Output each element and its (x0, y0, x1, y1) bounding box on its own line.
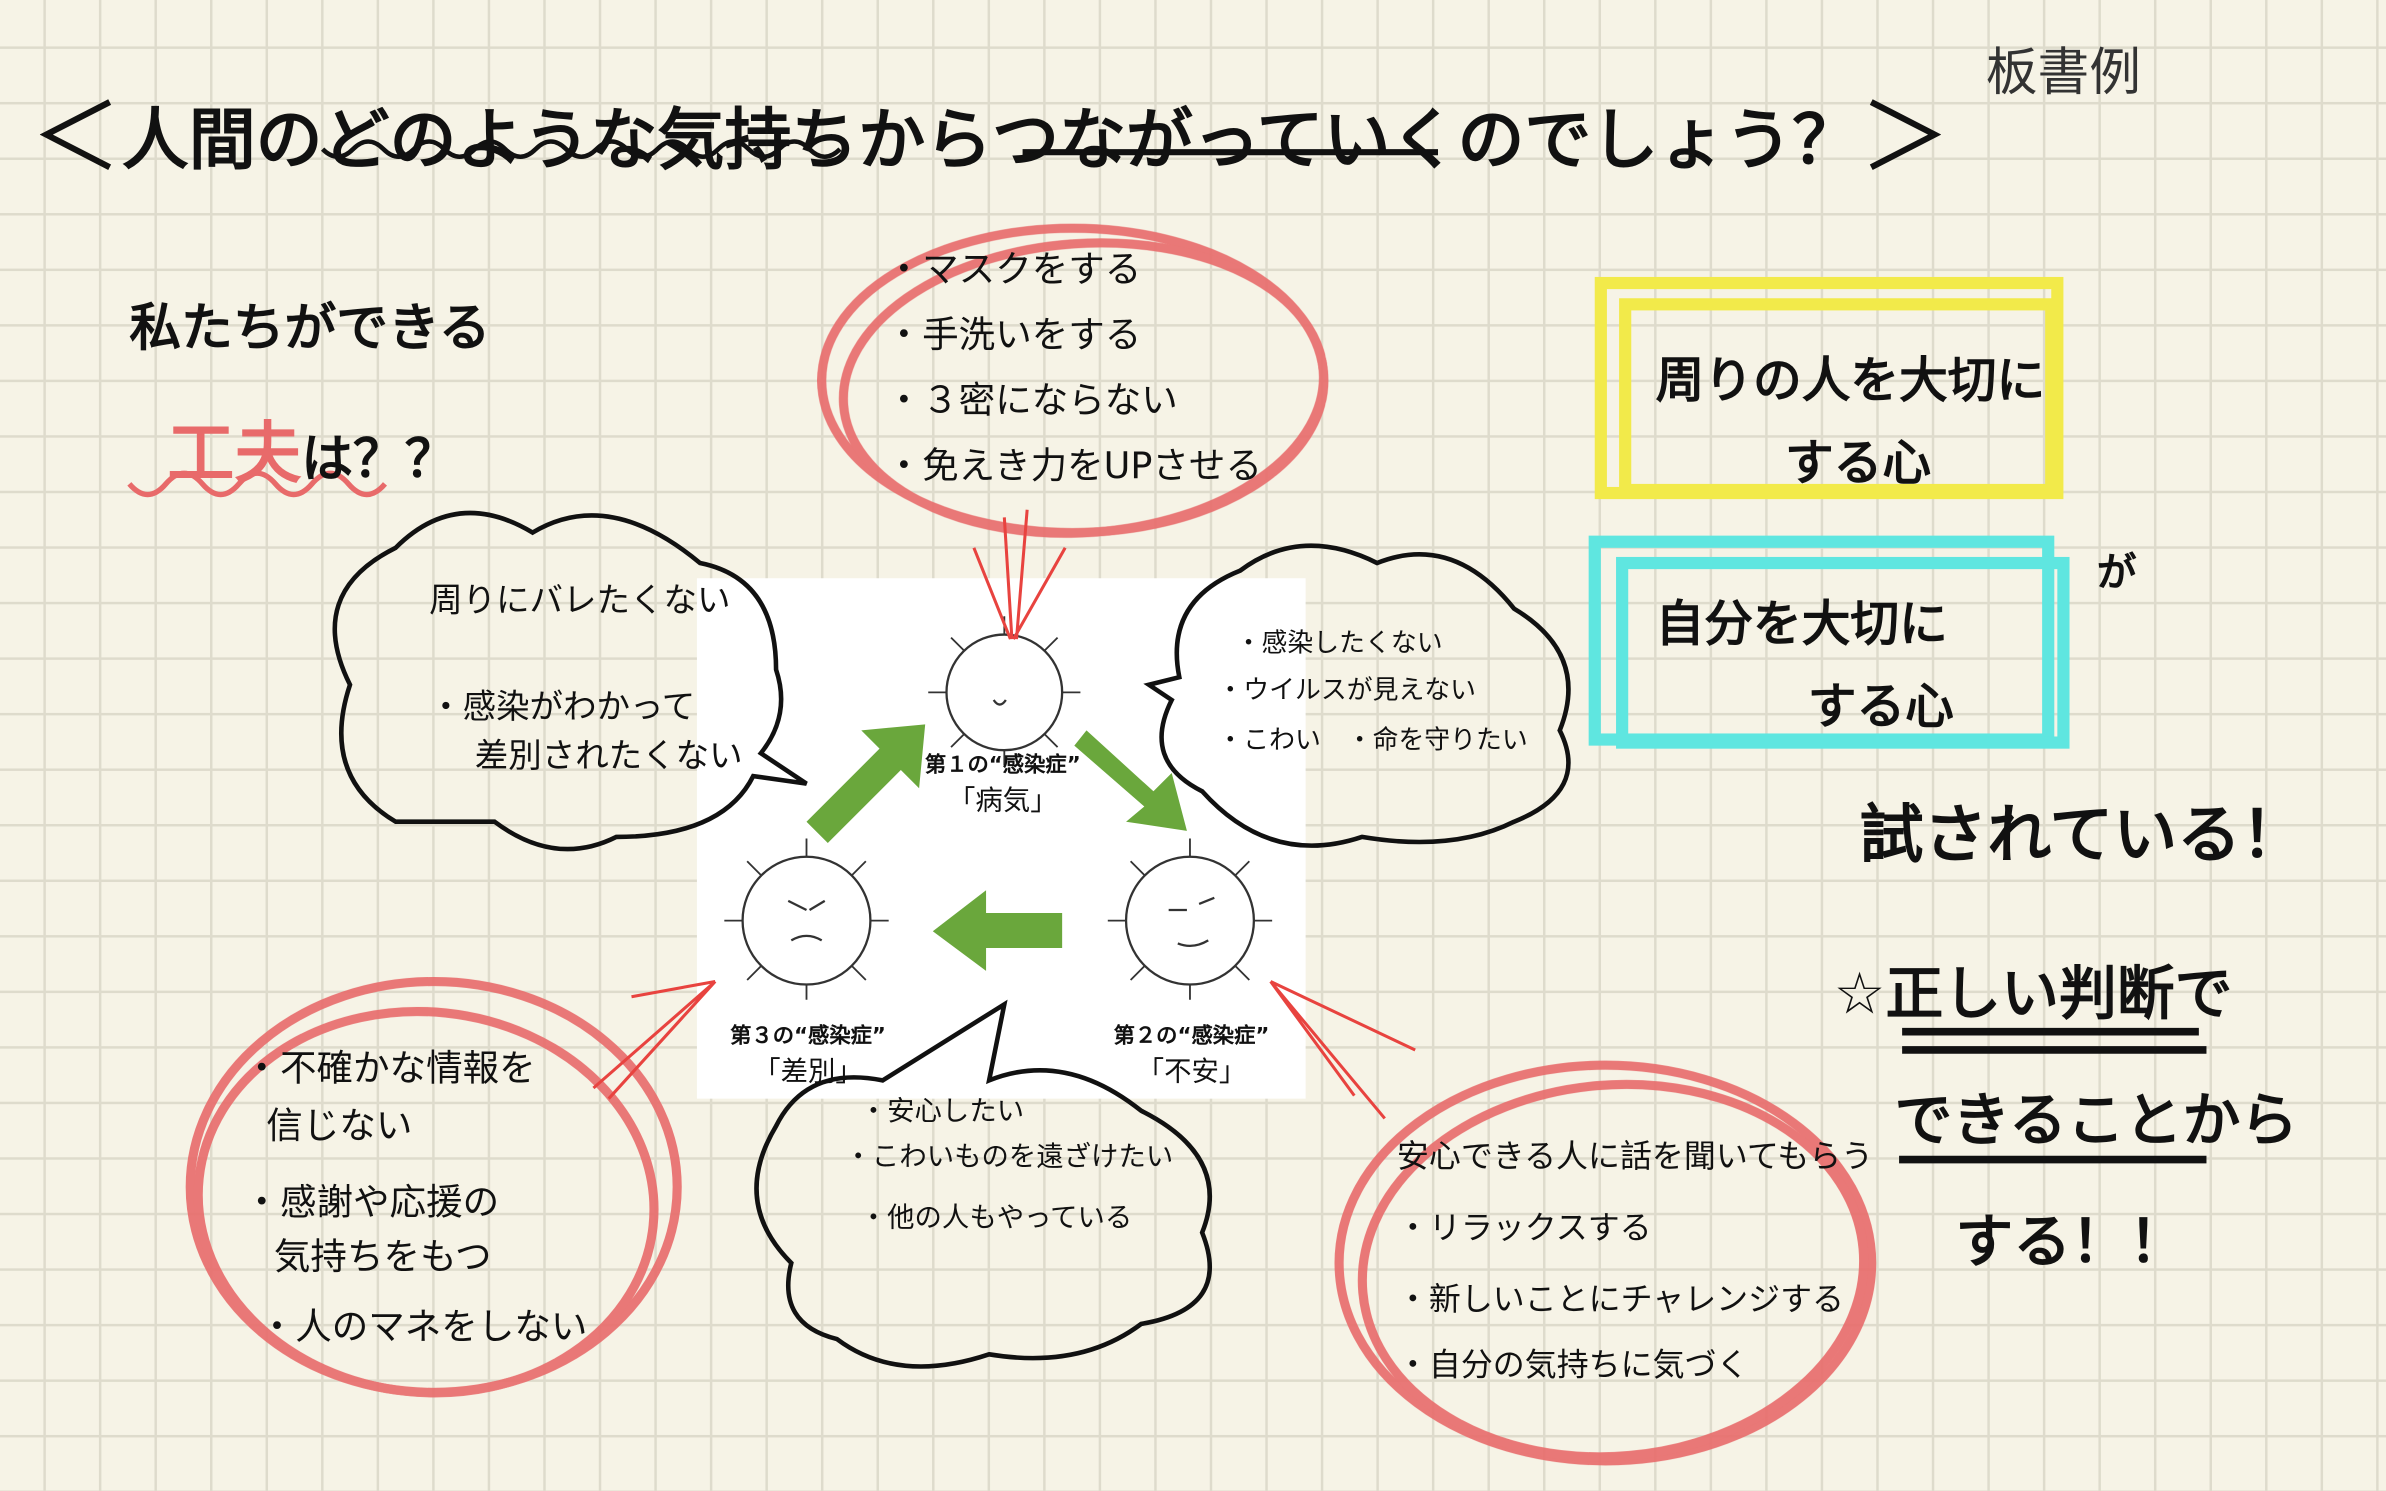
tested-text: 試されている！ (1859, 797, 2305, 872)
left-cloud-text: 周りにバレたくない ・感染がわかって 差別されたくない (429, 582, 743, 777)
green-arrow-left (932, 890, 1063, 971)
virus-icon-2 (1124, 855, 1256, 986)
conclusion-line1: ☆正しい判断で (1833, 960, 2233, 1028)
virus-icon-1 (945, 633, 1064, 752)
stage3-caption: 第３の“感染症”「差別」 (730, 1024, 886, 1089)
stage1-caption: 第１の“感染症”「病気」 (924, 753, 1081, 818)
star-icon: ☆ (1833, 960, 1886, 1028)
board-example-label: 板書例 (1985, 42, 2142, 104)
ga-particle: が (2096, 550, 2137, 597)
bottom-right-circle-list: 安心できる人に話を聞いてもらう ・リラックスする ・新しいことにチャレンジする … (1396, 1138, 1874, 1384)
right-cloud-text: ・感染したくない ・ウイルスが見えない ・こわい ・命を守りたい (1217, 628, 1528, 757)
infection-cycle-diagram: 第１の“感染症”「病気」 第２の“感染症”「不安」 第３の“感染症”「差別」 (696, 578, 1306, 1099)
question-line2: 工夫は？？ (167, 415, 457, 494)
bottom-cloud-text: ・安心したい ・こわいものを遠ざけたい ・他の人もやっている (844, 1095, 1174, 1235)
cyan-box-text: 自分を大切に する心 (1655, 594, 1954, 735)
conclusion-line3: する！！ (1955, 1208, 2187, 1276)
key-word: 工夫 (167, 415, 302, 494)
question-line1: 私たちができる (129, 298, 491, 360)
stage2-caption: 第２の“感染症”「不安」 (1113, 1024, 1270, 1089)
page-title: ＜人間のどのような気持ちからつながっていくのでしょう？＞ (30, 85, 1951, 192)
bottom-left-circle-list: ・不確かな情報を 信じない ・感謝や応援の 気持ちをもつ ・人のマネをしない (243, 1046, 588, 1349)
yellow-box-text: 周りの人を大切に する心 (1655, 351, 2046, 492)
virus-icon-3 (741, 855, 872, 986)
conclusion-line2: できることから (1894, 1086, 2299, 1154)
green-arrow-up (806, 724, 926, 844)
top-circle-list: ・マスクをする ・手洗いをする ・３密にならない ・免えき力をUPさせる (885, 248, 1262, 487)
